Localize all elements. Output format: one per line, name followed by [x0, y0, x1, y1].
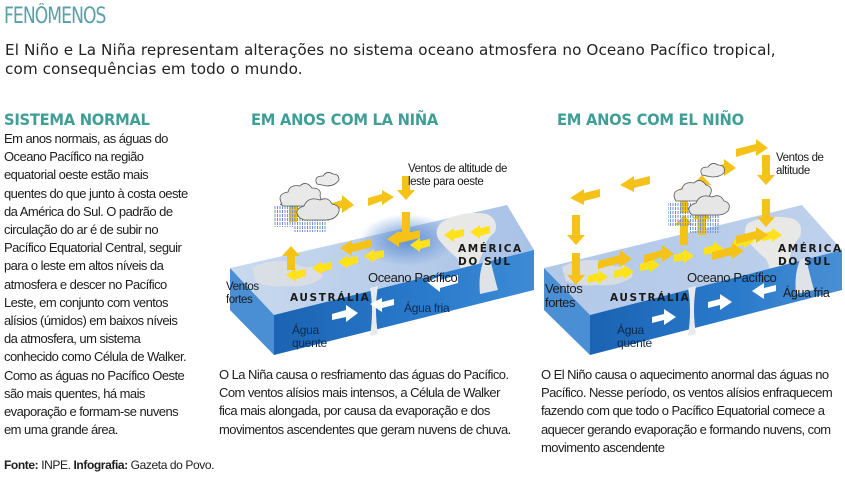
strong-winds-label: Ventos fortes: [545, 281, 583, 310]
label-line: DO SUL: [778, 256, 832, 268]
text-line: em uma grande área.: [4, 422, 118, 438]
label-line: DO SUL: [458, 256, 512, 268]
label-line: Ventos de altitude de: [408, 163, 508, 175]
section-title-lanina: EM ANOS COM LA NIÑA: [251, 110, 439, 129]
thermocline-plume: [370, 286, 378, 336]
trade-wind-arrows: [286, 225, 490, 282]
lede-line: El Niño e La Niña representam alterações…: [5, 41, 776, 59]
text-line: Pacífico. Nesse período, os ventos alísi…: [541, 385, 833, 401]
text-line: evaporação e formam-se nuvens: [4, 404, 179, 420]
upper-winds-label: Ventos de altitude: [776, 152, 824, 177]
kicker-title: FENÔMENOS: [4, 4, 106, 29]
label-line: AMÉRICA: [458, 243, 523, 255]
text-line: movimento ascendente: [541, 439, 665, 455]
text-line: Leste, em conjunto com ventos: [4, 294, 169, 310]
lanina-illustration: [230, 172, 534, 355]
source-value: INPE.: [38, 458, 74, 472]
south-america-label: AMÉRICA DO SUL: [458, 243, 523, 269]
label-line: altitude: [776, 164, 810, 177]
lede-line: com consequências em todo o mundo.: [5, 60, 303, 78]
label-line: Ventos: [545, 281, 583, 296]
label-line: leste para oeste: [408, 175, 484, 188]
slab-front-face: [274, 250, 534, 355]
text-line: atmosfera e descer no Pacífico: [4, 276, 167, 292]
text-line: movimentos ascendentes que geram nuvens …: [219, 421, 511, 437]
text-line: da América do Sul. O padrão de: [4, 203, 173, 219]
text-line: conhecido como Célula de Walker.: [4, 349, 187, 365]
lede-paragraph: El Niño e La Niña representam alterações…: [5, 41, 845, 79]
thermocline-plume: [688, 286, 696, 336]
text-line: fazendo com que todo o Pacífico Equatori…: [541, 403, 825, 419]
label-line: quente: [617, 335, 652, 350]
text-line: da atmosfera, um sistema: [4, 331, 141, 347]
coast-upwelling: [479, 258, 498, 294]
source-label: Fonte:: [4, 458, 39, 472]
warm-water-label: Água quente: [292, 324, 327, 349]
text-line: Com ventos alísios mais intensos, a Célu…: [219, 385, 500, 401]
ocean-label: Oceano Pacífico: [368, 270, 458, 285]
label-line: Água: [292, 323, 319, 337]
cold-water-arrow: [427, 275, 458, 292]
slab-left-face: [230, 268, 274, 355]
label-line: Água: [617, 323, 644, 337]
label-line: fortes: [545, 295, 576, 310]
infographic-label: Infografia:: [73, 458, 128, 472]
text-line: equatorial oeste estão mais: [4, 167, 149, 183]
text-line: circulação do ar é de subir no: [4, 222, 159, 238]
text-line: Oceano Pacífico na região: [4, 149, 144, 165]
australia-label: AUSTRÁLIA: [610, 292, 691, 304]
slab-left-face: [544, 268, 590, 355]
warm-water-arrow: [332, 305, 358, 322]
water-current-arrows: [652, 283, 776, 325]
coast-upwelling: [795, 258, 814, 294]
upper-winds-label: Ventos de altitude de leste para oeste: [408, 163, 507, 188]
text-line: fica mais alongada, por causa da evapora…: [219, 403, 490, 419]
elnino-diagram: Ventos de altitude Ventos fortes AUSTRÁL…: [540, 135, 845, 360]
text-line: alísios (úmidos) em baixos níveis: [4, 313, 178, 329]
strong-winds-label: Ventos fortes: [226, 281, 259, 306]
cold-water-label: Água fria: [404, 301, 450, 315]
cold-water-label: Água fria: [783, 286, 830, 300]
normal-description: Em anos normais, as águas do Oceano Pací…: [4, 130, 219, 439]
text-line: para o leste em altos níveis da: [4, 258, 164, 274]
text-line: O El Niño causa o aquecimento anormal da…: [541, 367, 829, 382]
label-line: quente: [292, 335, 327, 350]
south-america-label: AMÉRICA DO SUL: [778, 243, 843, 269]
rain-clouds: [274, 172, 340, 232]
label-line: AMÉRICA: [778, 243, 843, 255]
label-line: Ventos: [226, 281, 259, 293]
elnino-caption: O El Niño causa o aquecimento anormal da…: [541, 366, 845, 457]
elnino-illustration: [544, 139, 842, 355]
label-line: fortes: [226, 293, 253, 306]
lanina-diagram: Ventos de altitude de leste para oeste V…: [222, 150, 537, 360]
text-line: Em anos normais, as águas do: [4, 131, 168, 146]
text-line: O La Niña causa o resfriamento das águas…: [219, 367, 509, 382]
return-current-arrow: [370, 298, 394, 312]
text-line: quentes do que junto à costa oeste: [4, 185, 188, 201]
source-credit: Fonte: INPE. Infografia: Gazeta do Povo.: [4, 458, 214, 472]
infographic-value: Gazeta do Povo.: [127, 458, 215, 472]
lanina-caption: O La Niña causa o resfriamento das águas…: [219, 366, 539, 439]
rain-clouds: [668, 163, 730, 233]
text-line: Como as águas no Pacífico Oeste: [4, 367, 185, 383]
section-title-elnino: EM ANOS COM EL NIÑO: [557, 110, 744, 129]
text-line: são mais quentes, há mais: [4, 385, 145, 401]
text-line: aquecer gerando evaporação e formando nu…: [541, 421, 831, 437]
text-line: Pacífico Equatorial Central, seguir: [4, 240, 182, 256]
australia-land: [252, 260, 323, 287]
section-title-normal: SISTEMA NORMAL: [4, 110, 150, 129]
label-line: Ventos de: [776, 152, 824, 164]
warm-water-label: Água quente: [617, 324, 652, 349]
australia-label: AUSTRÁLIA: [290, 292, 371, 304]
ocean-label: Oceano Pacífico: [687, 270, 777, 285]
